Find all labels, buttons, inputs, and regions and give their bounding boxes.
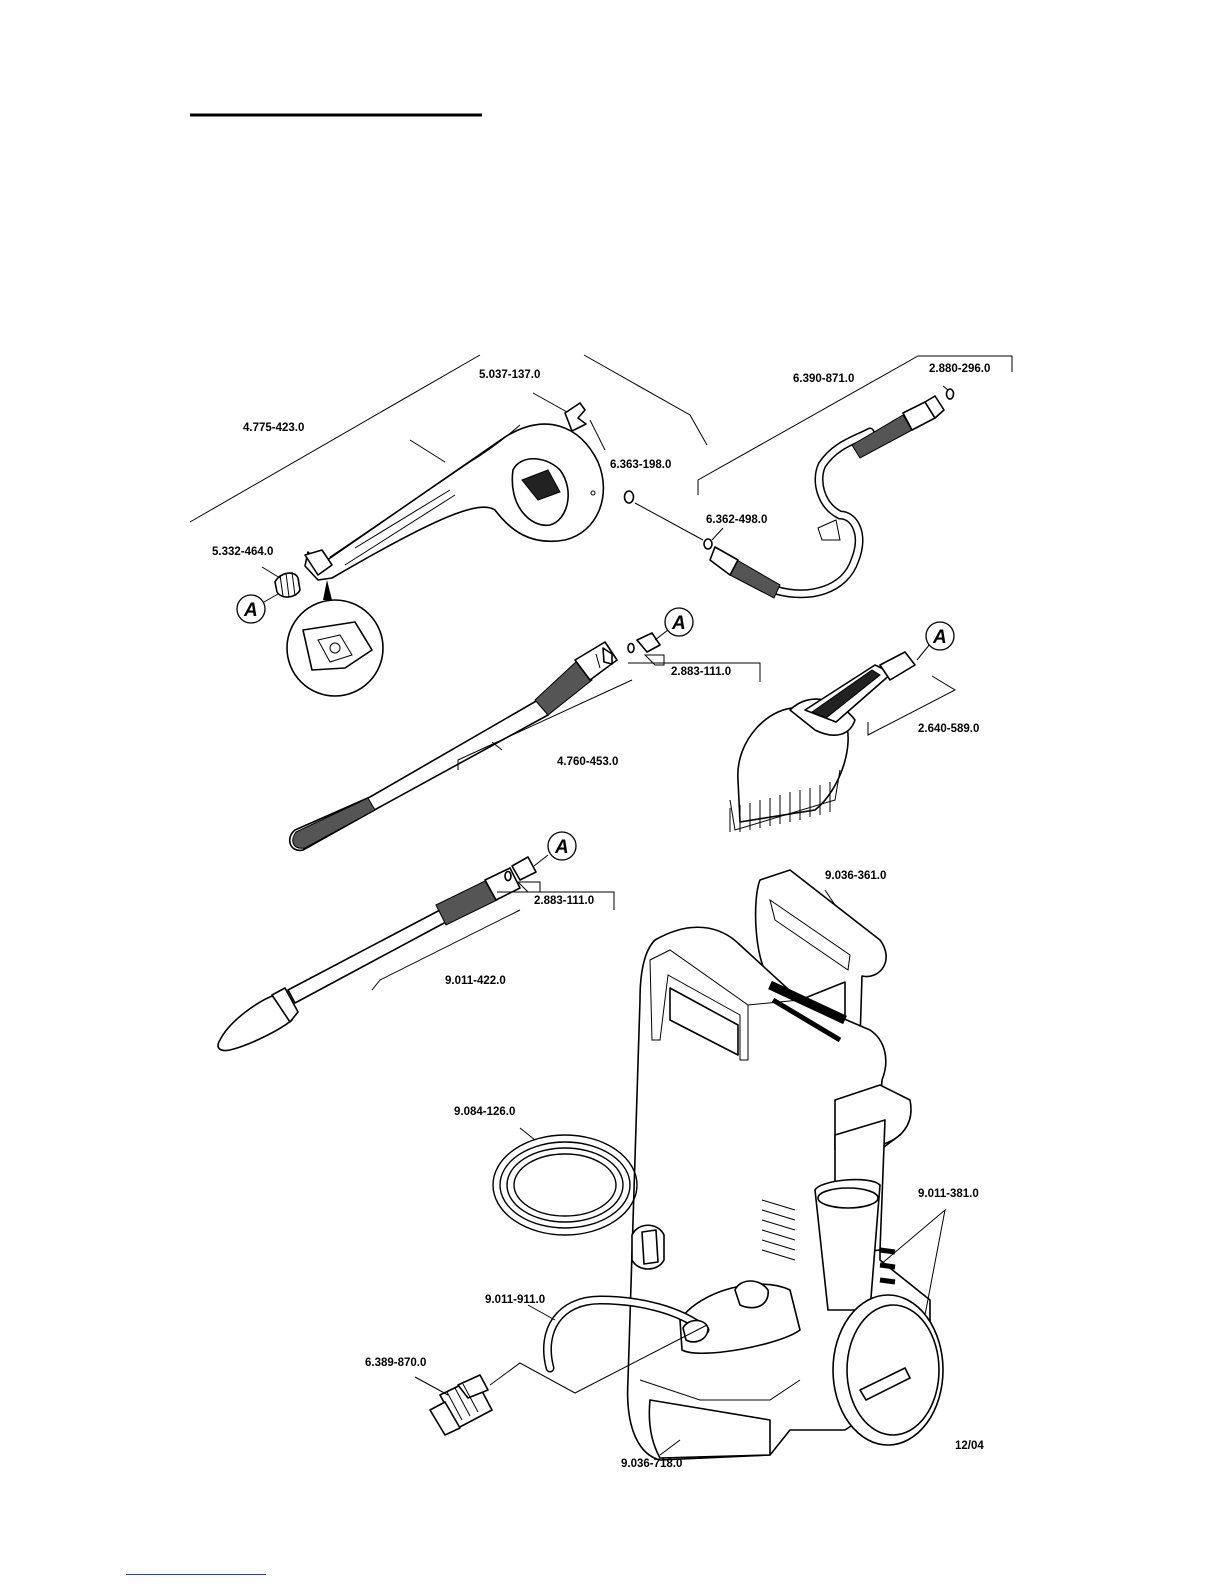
wheel-drawing (833, 1295, 943, 1445)
marker-a-text: A (671, 613, 686, 634)
label-hose-nipple: 6.362-498.0 (706, 514, 767, 526)
leader-spring (262, 567, 280, 578)
label-suction-hose: 9.011-911.0 (485, 1294, 545, 1306)
leader-clip (533, 393, 567, 412)
trigger-gun-drawing (305, 424, 603, 580)
wash-brush-drawing (730, 652, 915, 832)
garden-hose-drawing (493, 1135, 637, 1235)
marker-a-blaster: A (548, 832, 576, 860)
clip-drawing (565, 403, 586, 431)
leader-hose-coupling (415, 1377, 448, 1395)
date-code: 12/04 (955, 1440, 984, 1452)
leader-nozzle-2-marker (534, 855, 548, 866)
label-clip: 5.037-137.0 (479, 369, 540, 381)
label-spray-lance: 4.760-453.0 (557, 756, 618, 768)
label-trigger-gun: 4.775-423.0 (243, 422, 304, 434)
marker-a-brush: A (926, 622, 954, 650)
marker-a-spring: A (237, 595, 265, 623)
label-hp-hose: 6.390-871.0 (793, 373, 854, 385)
label-hose-oring: 2.880-296.0 (929, 363, 990, 375)
label-hose-coupling: 6.389-870.0 (365, 1357, 426, 1369)
label-nozzle-2: 2.883-111.0 (534, 895, 594, 907)
dirt-blaster-drawing (218, 868, 520, 1051)
label-handle: 9.036-361.0 (825, 870, 886, 882)
leader-spring-marker (264, 594, 278, 602)
label-wheels: 9.011-381.0 (918, 1188, 979, 1200)
leader-garden-hose (520, 1128, 535, 1140)
hp-hose-drawing (704, 396, 944, 598)
marker-a-text: A (932, 627, 947, 648)
label-base: 9.036-718.0 (621, 1458, 682, 1470)
hose-coupling-drawing (430, 1375, 492, 1435)
marker-a-text: A (243, 600, 258, 621)
leader-hose-nipple (712, 528, 723, 540)
footer-link-underline[interactable] (126, 1574, 266, 1575)
marker-a-lance: A (665, 608, 693, 636)
label-garden-hose: 9.084-126.0 (454, 1106, 515, 1118)
leader-trigger-gun (410, 440, 445, 462)
label-dirt-blaster: 9.011-422.0 (445, 975, 506, 987)
leader-oring-gun (590, 420, 605, 450)
leader-brush-marker (917, 644, 930, 660)
leader-hose-oring (943, 386, 948, 390)
label-spring: 5.332-464.0 (212, 546, 273, 558)
leader-nozzle-1-marker (655, 630, 668, 640)
hose-oring-drawing (947, 389, 954, 399)
label-oring-gun: 6.363-198.0 (610, 459, 671, 471)
label-nozzle-1: 2.883-111.0 (671, 666, 731, 678)
detail-inset (287, 580, 383, 696)
leader-oring-to-nipple (635, 503, 703, 540)
marker-a-text: A (554, 837, 569, 858)
oring-gun-drawing (625, 491, 634, 503)
hose-group-bracket (698, 356, 1012, 495)
spring-drawing (275, 572, 300, 597)
leader-suction-hose (528, 1305, 555, 1320)
label-wash-brush: 2.640-589.0 (918, 723, 979, 735)
